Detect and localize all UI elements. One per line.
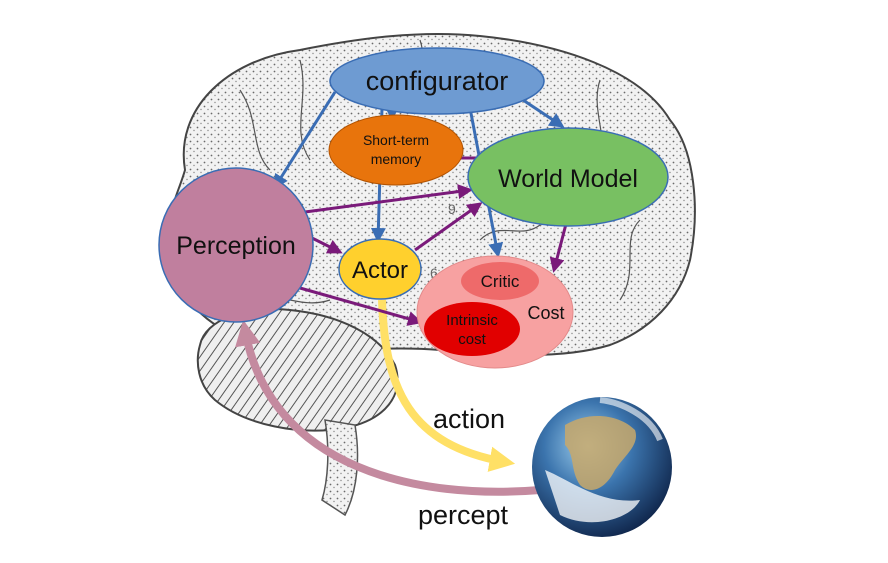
brain-number-9: 9 [448, 201, 456, 217]
actor-label: Actor [352, 257, 408, 284]
arrow-perception-to-actor [311, 236, 343, 254]
intrinsic-cost-node: Intrinsic cost [424, 302, 520, 356]
intrinsic-cost-label-line1: Intrinsic [446, 312, 498, 329]
arrow-perception-to-cost [299, 286, 423, 326]
percept-flow-arrow [235, 319, 541, 496]
short-term-memory-node: Short-term memory [328, 114, 464, 186]
critic-label: Critic [481, 272, 520, 291]
configurator-label: configurator [366, 66, 509, 96]
perception-node: Perception [158, 167, 314, 323]
arrow-configurator-to-perception [273, 91, 337, 190]
configurator-node: configurator [329, 47, 545, 115]
percept-label: percept [418, 500, 509, 530]
earth-image [532, 397, 672, 537]
cost-label: Cost [527, 303, 564, 323]
brain-number-6: 6 [430, 265, 438, 281]
arrow-world-model-to-cost [549, 223, 568, 273]
arrow-perception-to-world-model [304, 184, 473, 214]
perception-label: Perception [176, 232, 296, 260]
world-model-label: World Model [498, 165, 638, 193]
actor-node: Actor [338, 238, 422, 300]
critic-node: Critic [461, 262, 539, 300]
arrow-configurator-to-world-model [519, 96, 565, 128]
short-term-memory-label-line1: Short-term [363, 132, 429, 148]
action-flow-arrow [378, 299, 516, 472]
short-term-memory-label-line2: memory [371, 151, 422, 167]
intrinsic-cost-label-line2: cost [458, 331, 486, 348]
arrow-actor-to-world-model [414, 202, 483, 252]
world-model-node: World Model [467, 127, 669, 227]
action-label: action [433, 404, 505, 434]
